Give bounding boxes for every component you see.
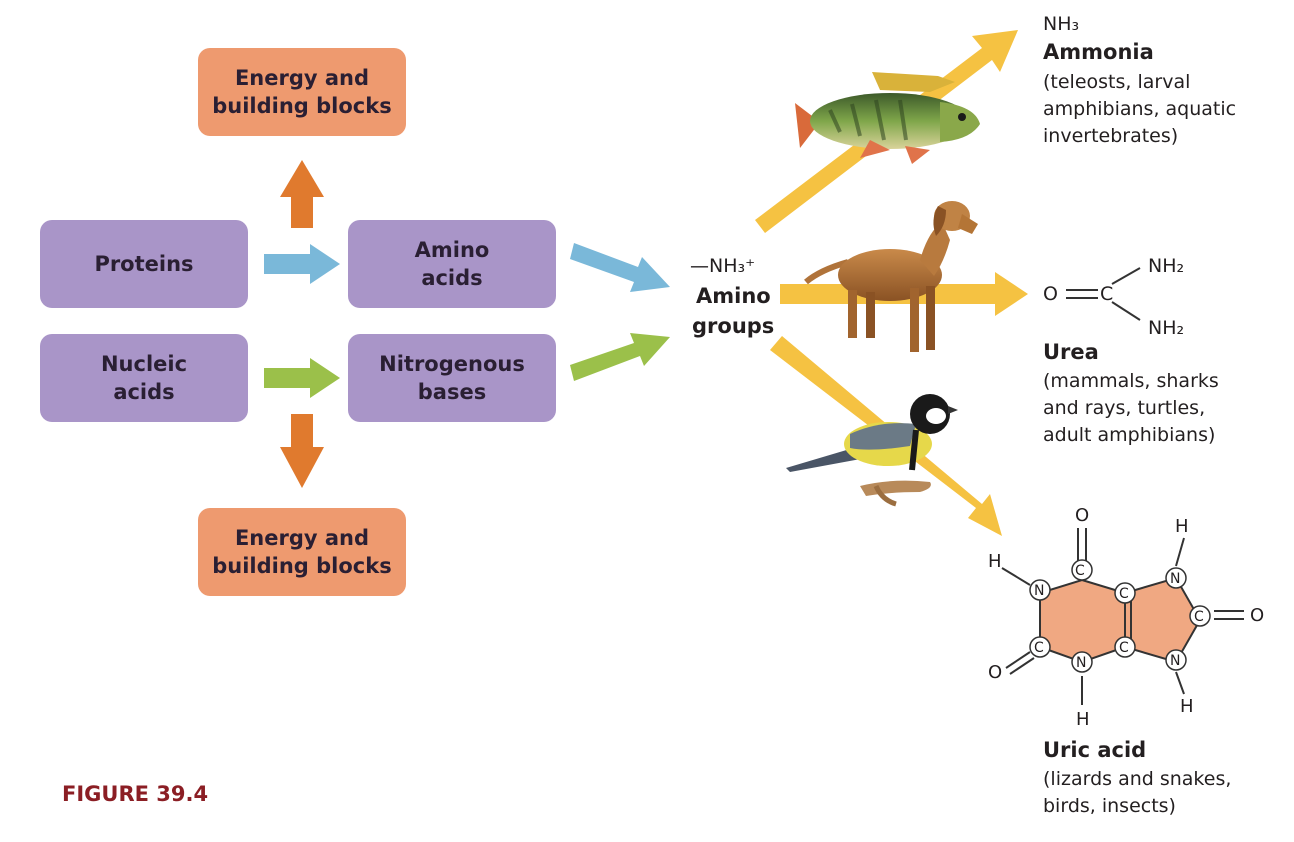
arrow-proteins-to-amino-acids [264, 244, 340, 284]
urea-desc-2: and rays, turtles, [1043, 397, 1206, 419]
uric-c-left: C [1034, 640, 1044, 656]
energy-building-blocks-top-box: Energy and building blocks [198, 48, 406, 136]
bird-icon [786, 394, 958, 507]
energy-bottom-line2: building blocks [212, 554, 392, 578]
energy-top-line2: building blocks [212, 94, 392, 118]
amino-groups-line1: Amino [696, 284, 771, 308]
amino-groups-line2: groups [692, 314, 775, 338]
amino-acids-line1: Amino [414, 238, 490, 262]
nitrogenous-bases-line2: bases [417, 380, 487, 404]
uric-acid-structure [1001, 528, 1244, 705]
uric-n-bottom: N [1076, 655, 1087, 671]
uric-c-junction-bottom: C [1119, 640, 1129, 656]
urea-atom-c: C [1100, 283, 1114, 305]
arrow-bases-to-groups [570, 333, 670, 381]
urea-structure [1066, 267, 1141, 321]
amino-acids-box: Amino acids [348, 220, 556, 308]
energy-top-line1: Energy and [234, 66, 370, 90]
ammonia-desc-2: amphibians, aquatic [1043, 98, 1237, 120]
nitrogenous-bases-box: Nitrogenous bases [348, 334, 556, 422]
arrow-up-energy [280, 160, 324, 228]
uric-h-left: H [988, 551, 1002, 572]
uric-acid-desc-2: birds, insects) [1043, 795, 1176, 817]
urea-nh2-top: NH₂ [1148, 255, 1185, 277]
urea-nh2-bottom: NH₂ [1148, 317, 1185, 339]
uric-n-right-bottom: N [1170, 653, 1181, 669]
arrow-amino-acids-to-groups [570, 243, 670, 292]
nitrogenous-bases-line1: Nitrogenous [379, 352, 525, 376]
urea-name: Urea [1043, 340, 1099, 364]
proteins-label: Proteins [94, 252, 194, 276]
urea-atom-o: O [1043, 283, 1058, 305]
uric-c-top: C [1075, 563, 1085, 579]
uric-o-right: O [1250, 605, 1265, 626]
nucleic-acids-line2: acids [113, 380, 175, 404]
uric-acid-desc-1: (lizards and snakes, [1043, 768, 1232, 790]
uric-o-top: O [1075, 505, 1090, 526]
ammonia-desc-1: (teleosts, larval [1043, 71, 1191, 93]
dog-icon [804, 201, 978, 352]
uric-h-top-right: H [1175, 516, 1189, 537]
amino-group-formula: —NH₃⁺ [690, 255, 756, 277]
energy-building-blocks-bottom-box: Energy and building blocks [198, 508, 406, 596]
uric-n-left: N [1034, 583, 1045, 599]
uric-h-bottom-right: H [1180, 696, 1194, 717]
nucleic-acids-line1: Nucleic [100, 352, 188, 376]
uric-o-left: O [988, 662, 1003, 683]
uric-h-bottom: H [1076, 709, 1090, 730]
ammonia-desc-3: invertebrates) [1043, 125, 1179, 147]
proteins-box: Proteins [40, 220, 248, 308]
arrow-nucleic-to-bases [264, 358, 340, 398]
arrow-down-energy [280, 414, 324, 488]
energy-bottom-line1: Energy and [234, 526, 370, 550]
ammonia-name: Ammonia [1043, 40, 1154, 64]
uric-acid-name: Uric acid [1043, 738, 1147, 762]
urea-desc-3: adult amphibians) [1043, 424, 1216, 446]
fish-icon [795, 72, 980, 164]
uric-c-right: C [1194, 609, 1204, 625]
figure-label: FIGURE 39.4 [62, 782, 209, 806]
urea-desc-1: (mammals, sharks [1043, 370, 1219, 392]
uric-c-junction-top: C [1119, 586, 1129, 602]
uric-n-right-top: N [1170, 571, 1181, 587]
nucleic-acids-box: Nucleic acids [40, 334, 248, 422]
ammonia-formula: NH₃ [1043, 13, 1080, 35]
amino-acids-line2: acids [421, 266, 483, 290]
